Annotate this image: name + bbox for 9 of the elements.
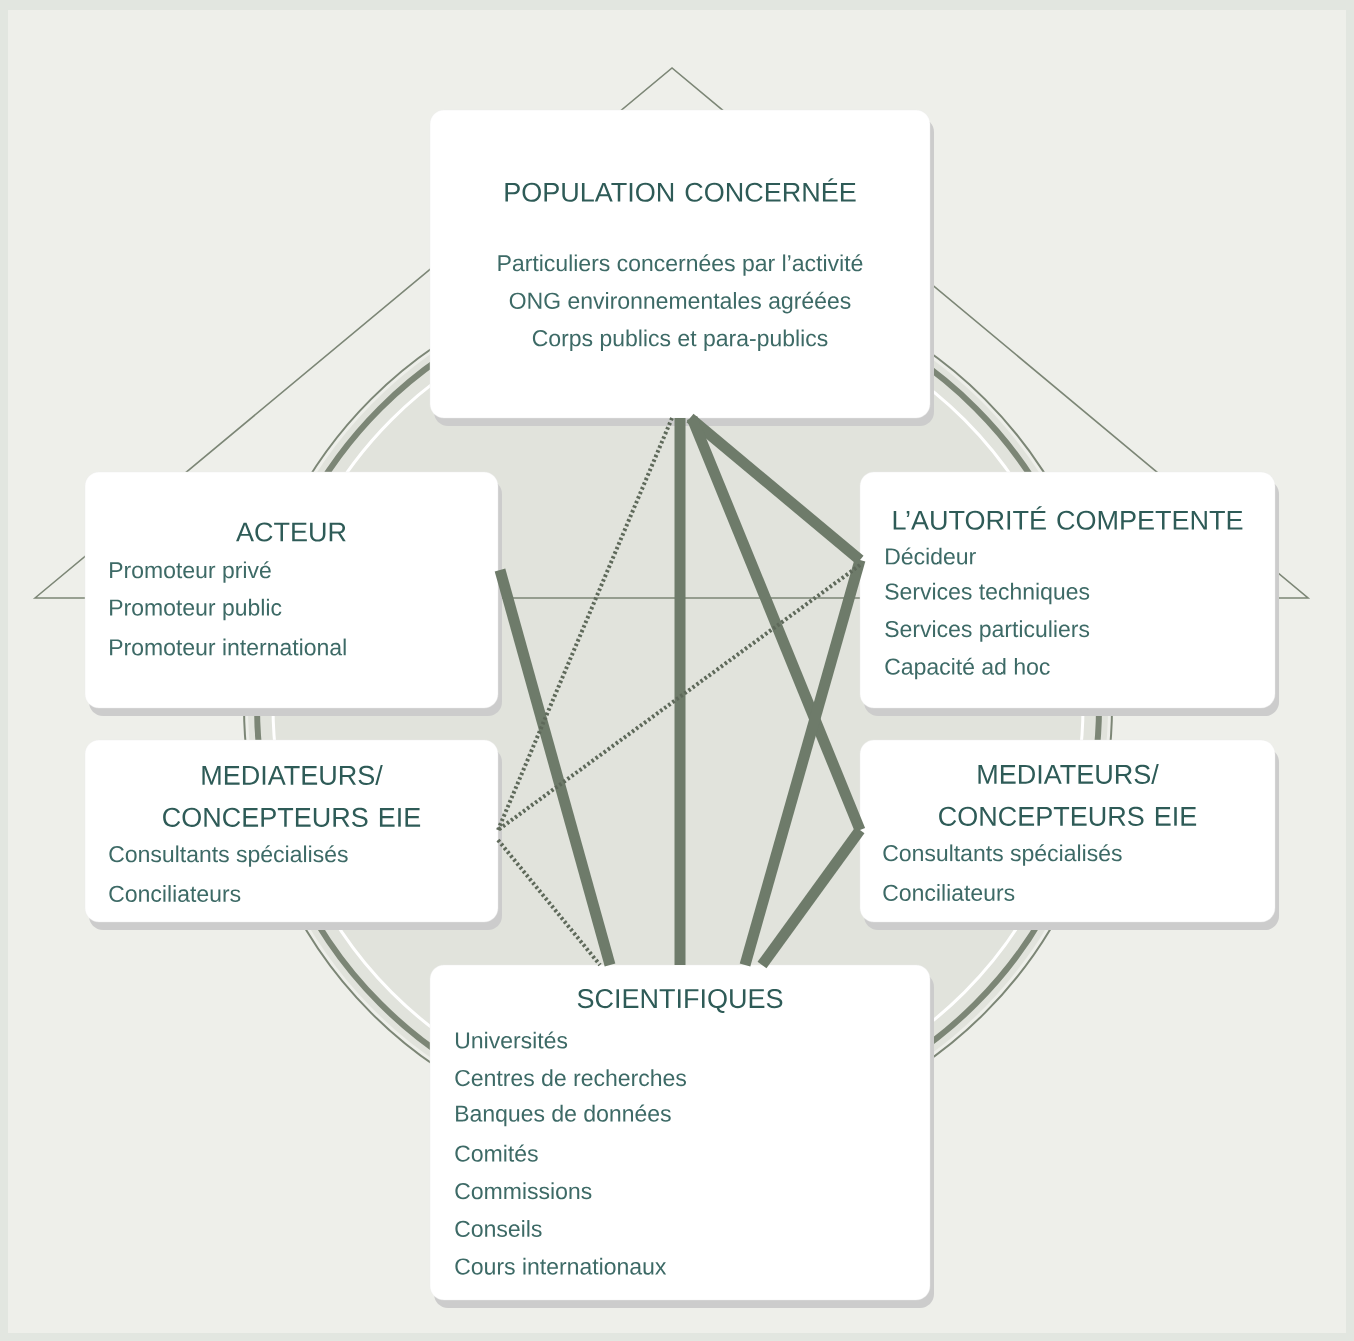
connector-line bbox=[674, 418, 686, 965]
connector-line bbox=[757, 826, 865, 969]
connector-line bbox=[496, 417, 674, 831]
connector-line bbox=[496, 563, 862, 832]
connector-line bbox=[496, 838, 602, 967]
connector-line bbox=[686, 413, 864, 565]
connector-line bbox=[494, 568, 616, 967]
connector-line bbox=[686, 415, 866, 833]
connector-line bbox=[739, 558, 866, 967]
